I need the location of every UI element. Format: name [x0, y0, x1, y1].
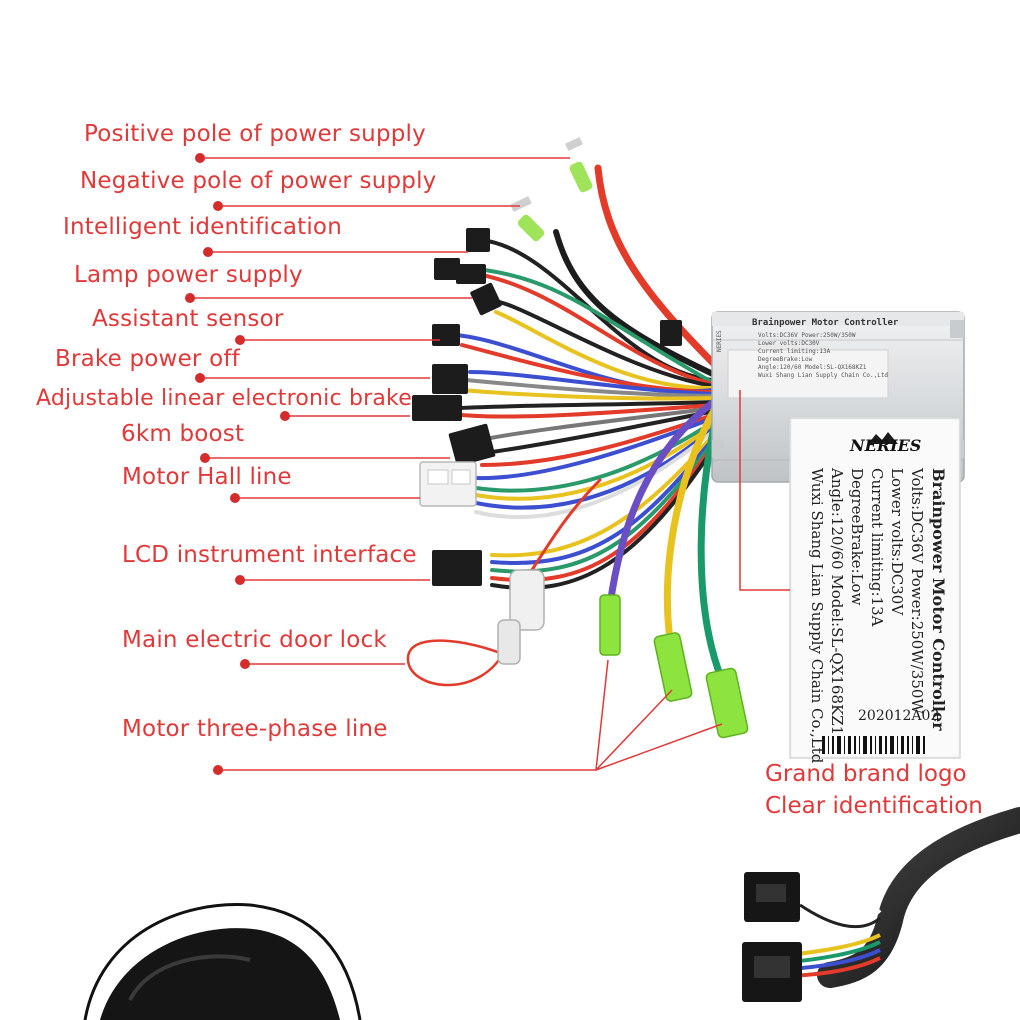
cable-inset-left: [83, 903, 362, 1020]
spec-line: Angle:120/60 Model:SL-QX168KZ1: [758, 364, 867, 371]
zoom-line: Wuxi Shang Lian Supply Chain Co.,Ltd: [808, 468, 826, 764]
callout-brand-logo: Grand brand logo: [765, 761, 967, 787]
phase-terminals: [599, 594, 749, 739]
label-door-lock: Main electric door lock: [122, 627, 387, 653]
zoom-line: Volts:DC36V Power:250W/350W: [908, 468, 926, 714]
connectors: [412, 228, 682, 586]
zoom-line: Current limiting:13A: [868, 468, 886, 627]
zoom-line: DegreeBrake:Low: [848, 468, 866, 606]
label-negative-pole: Negative pole of power supply: [80, 168, 437, 194]
zoom-line: Brainpower Motor Controller: [929, 468, 948, 731]
label-lamp-power: Lamp power supply: [74, 262, 303, 288]
label-motor-hall: Motor Hall line: [122, 464, 292, 490]
label-lcd-interface: LCD instrument interface: [122, 542, 417, 568]
leader-lines: [190, 157, 790, 771]
wire-bundle: [406, 164, 726, 687]
label-positive-pole: Positive pole of power supply: [84, 121, 426, 147]
controller-spec-lines: Volts:DC36V Power:250W/350W Lower volts:…: [758, 332, 888, 380]
label-electronic-brake: Adjustable linear electronic brake: [36, 386, 412, 411]
zoom-line: Angle:120/60 Model:SL-QX168KZ1: [828, 468, 846, 736]
door-lock-plug: [497, 569, 545, 665]
controller-brand-text: Brainpower Motor Controller: [752, 318, 899, 328]
hall-connector: [419, 461, 477, 507]
zoom-line: Lower volts:DC30V: [888, 468, 906, 616]
label-assistant-sensor: Assistant sensor: [92, 306, 284, 332]
callout-clear-identification: Clear identification: [765, 793, 983, 819]
spec-line: DegreeBrake:Low: [758, 356, 813, 363]
spec-line: Wuxi Shang Lian Supply Chain Co.,Ltd: [758, 372, 889, 379]
brand-logo: NERIES: [850, 436, 922, 455]
spec-line: Current limiting:13A: [758, 348, 831, 355]
zoomed-label-panel: [789, 417, 961, 759]
spec-line: Volts:DC36V Power:250W/350W: [758, 332, 856, 339]
spec-line: Lower volts:DC30V: [758, 340, 820, 347]
power-terminals: [510, 136, 593, 242]
controller-logo-small: NERIES: [716, 330, 723, 352]
label-intelligent-identification: Intelligent identification: [63, 214, 342, 240]
serial-number: 202012A02: [858, 708, 940, 724]
cable-inset: [742, 807, 1020, 1002]
leader-dots: [185, 153, 290, 775]
label-three-phase: Motor three-phase line: [122, 716, 388, 742]
label-6km-boost: 6km boost: [121, 421, 245, 447]
label-brake-power-off: Brake power off: [55, 346, 240, 372]
